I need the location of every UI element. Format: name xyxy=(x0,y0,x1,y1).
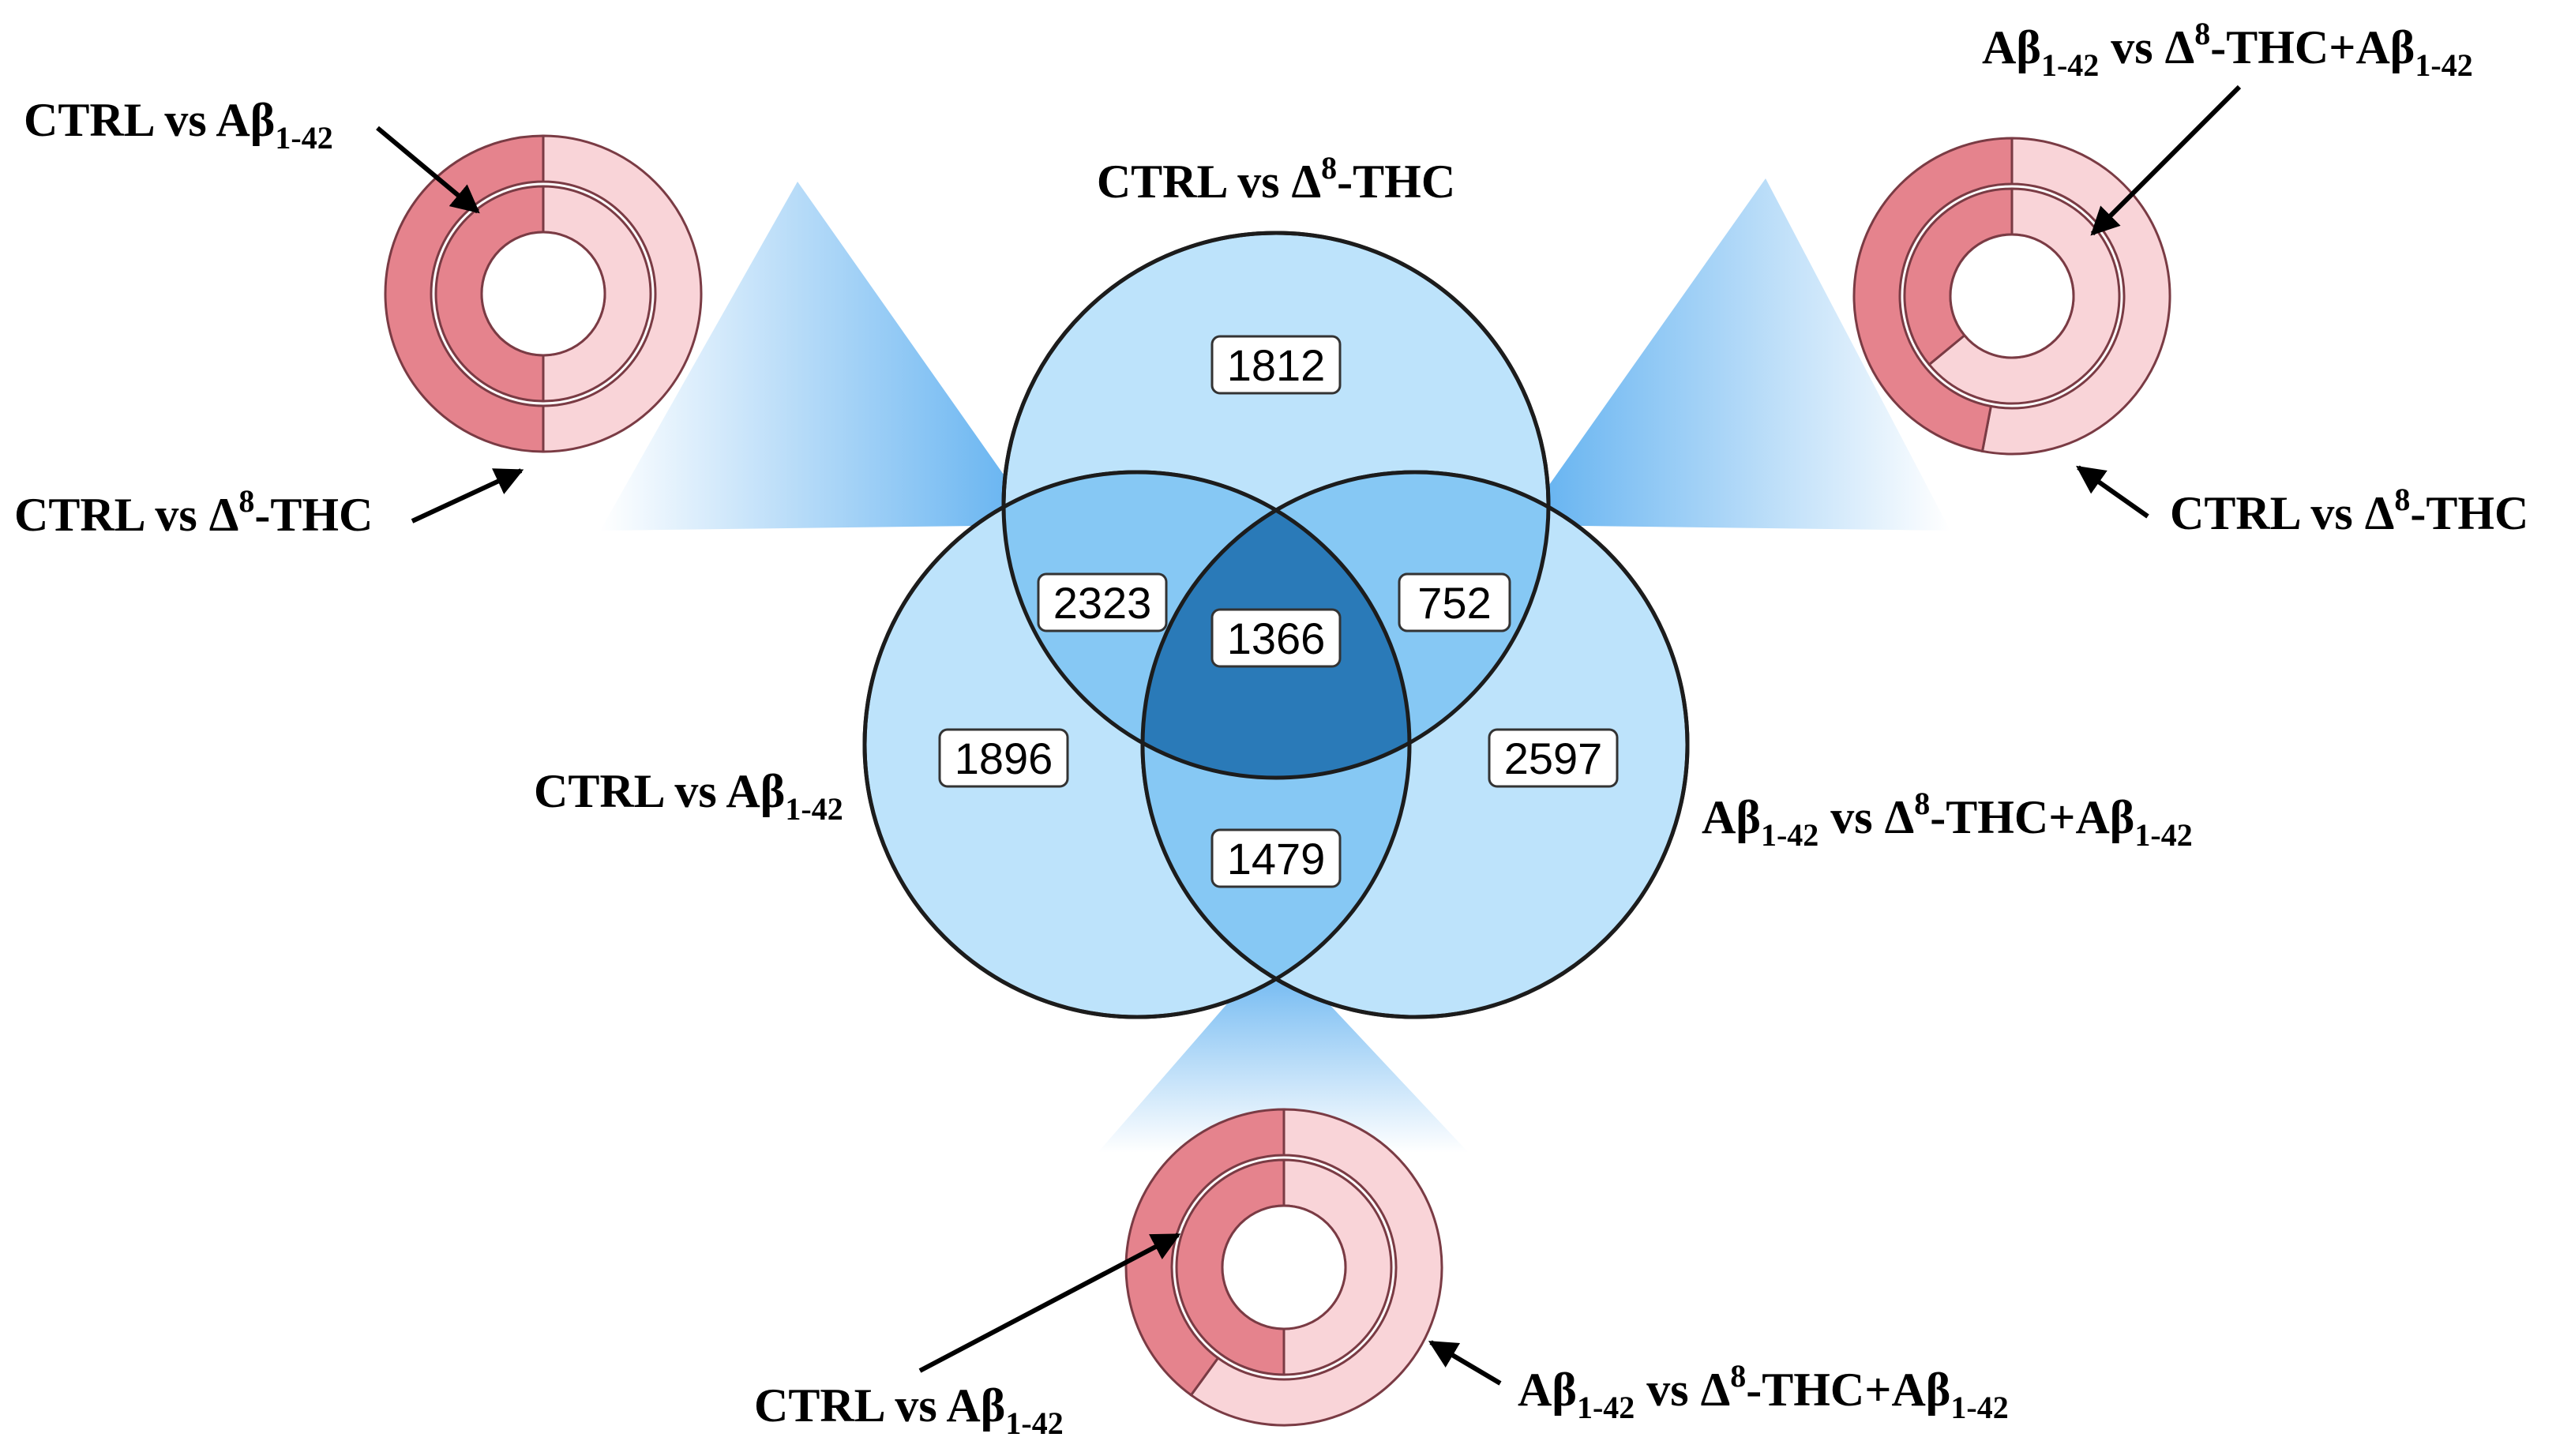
count-right-only-value: 2597 xyxy=(1504,734,1603,783)
arrow-bottom-outer xyxy=(1428,1340,1502,1386)
count-top-right-value: 752 xyxy=(1417,578,1491,628)
cone-top-right xyxy=(1521,178,1950,531)
donut-chart-top-left xyxy=(384,134,703,453)
set-label-right: Aβ1-42 vs Δ8-THC+Aβ1-42 xyxy=(1702,786,2193,853)
donut-top-left-inner-label: CTRL vs Aβ1-42 xyxy=(24,94,333,156)
count-all-three: 1366 xyxy=(1210,608,1342,668)
outer-ring-light-segment xyxy=(542,134,703,453)
donut-hole xyxy=(480,231,606,357)
outer-ring-dark-segment xyxy=(384,134,545,453)
count-left-only: 1896 xyxy=(938,728,1069,788)
cone-bottom xyxy=(1098,948,1469,1153)
count-all-three-value: 1366 xyxy=(1227,614,1326,663)
count-left-right: 1479 xyxy=(1210,828,1342,888)
count-right-only: 2597 xyxy=(1488,728,1619,788)
outer-ring-light-segment xyxy=(1980,137,2171,456)
donut-bottom-inner-label: CTRL vs Aβ1-42 xyxy=(754,1379,1064,1441)
count-top-left-value: 2323 xyxy=(1053,578,1152,628)
donut-bottom-outer-label: Aβ1-42 vs Δ8-THC+Aβ1-42 xyxy=(1518,1358,2009,1425)
donut-chart-top-right xyxy=(1852,137,2171,456)
donut-chart-bottom xyxy=(1124,1108,1443,1427)
donut-hole xyxy=(1949,233,2075,359)
count-top-left: 2323 xyxy=(1037,572,1168,632)
set-label-left: CTRL vs Aβ1-42 xyxy=(534,765,843,827)
count-top-right: 752 xyxy=(1398,572,1511,632)
arrow-bottom-inner xyxy=(918,1233,1181,1373)
count-top-only: 1812 xyxy=(1210,335,1342,395)
count-top-only-value: 1812 xyxy=(1227,340,1326,390)
arrow-top-right-inner xyxy=(2090,84,2242,236)
set-label-top: CTRL vs Δ8-THC xyxy=(1097,150,1455,208)
cone-top-left xyxy=(600,182,1039,531)
arrow-top-left-inner xyxy=(376,126,480,214)
outer-ring-dark-segment xyxy=(1124,1108,1286,1397)
donut-top-right-inner-label: Aβ1-42 vs Δ8-THC+Aβ1-42 xyxy=(1982,16,2473,83)
outer-ring-light-segment xyxy=(1189,1108,1443,1427)
donut-top-right-outer-label: CTRL vs Δ8-THC xyxy=(2170,482,2528,539)
count-left-right-value: 1479 xyxy=(1227,834,1326,884)
count-left-only-value: 1896 xyxy=(955,734,1053,783)
arrow-top-left-outer xyxy=(411,468,524,523)
arrow-top-right-outer xyxy=(2076,465,2149,519)
donut-hole xyxy=(1221,1204,1347,1330)
outer-ring-dark-segment xyxy=(1852,137,2014,453)
donut-top-left-outer-label: CTRL vs Δ8-THC xyxy=(14,483,373,541)
